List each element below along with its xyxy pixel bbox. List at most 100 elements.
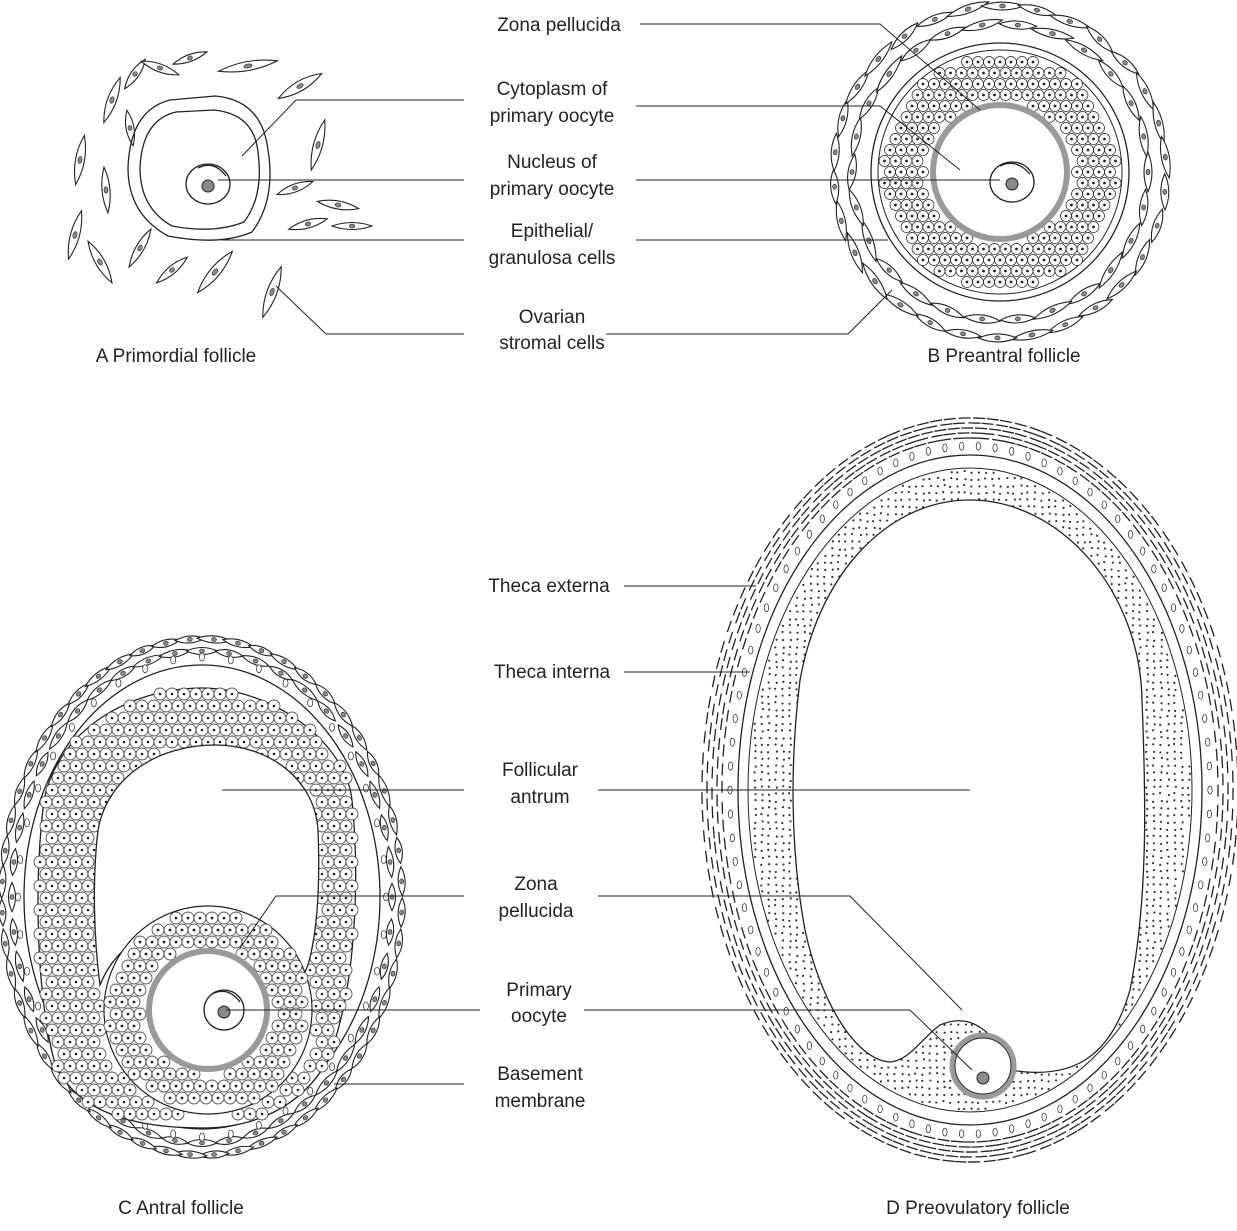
theca-externa-fibre — [1235, 835, 1236, 847]
theca-externa-fibre — [834, 475, 843, 483]
theca-externa-fibre — [1048, 450, 1059, 455]
theca-interna-cell — [363, 784, 368, 792]
cell-nucleus — [933, 215, 936, 218]
theca-externa-fibre — [1183, 586, 1188, 597]
granulosa-dot — [956, 478, 958, 480]
cell-nucleus — [247, 1061, 250, 1064]
cell-nucleus — [916, 248, 919, 251]
cell-nucleus — [183, 717, 186, 720]
theca-externa-fibre — [887, 1122, 898, 1127]
theca-externa-fibre — [1139, 1062, 1147, 1071]
theca-interna-cell — [171, 1130, 176, 1138]
cell-nucleus — [187, 917, 190, 920]
theca-externa-fibre — [838, 1101, 847, 1108]
theca-externa-fibre — [984, 1160, 996, 1161]
theca-externa-fibre — [1164, 542, 1170, 552]
cell-nucleus — [189, 705, 192, 708]
theca-externa-fibre — [1174, 558, 1180, 568]
theca-externa-fibre — [1222, 858, 1224, 870]
granulosa-dot — [774, 876, 776, 878]
granulosa-dot — [908, 1074, 910, 1076]
cell-nucleus — [1015, 248, 1018, 251]
granulosa-dot — [1139, 976, 1141, 978]
granulosa-dot — [1111, 555, 1113, 557]
cell-nucleus — [133, 1073, 136, 1076]
theca-externa-fibre — [732, 638, 736, 649]
theca-externa-fibre — [1091, 1115, 1101, 1122]
theca-externa-fibre — [722, 912, 725, 924]
granulosa-dot — [761, 841, 763, 843]
granulosa-dot — [943, 1046, 945, 1048]
granulosa-dot — [783, 759, 785, 761]
cell-nucleus — [277, 953, 280, 956]
granulosa-dot — [1173, 702, 1175, 704]
theca-externa-fibre — [989, 429, 1001, 431]
cell-nucleus — [93, 993, 96, 996]
cell-nucleus — [345, 777, 348, 780]
granulosa-dot — [754, 835, 756, 837]
theca-externa-fibre — [815, 485, 824, 493]
granulosa-dot — [950, 1045, 952, 1047]
cell-nucleus — [135, 1101, 138, 1104]
theca-externa-fibre — [914, 1154, 926, 1157]
theca-externa-fibre — [729, 872, 731, 884]
label-zona-pellucida-top: Zona pellucida — [497, 15, 621, 36]
granulosa-dot — [957, 498, 959, 500]
theca-externa-fibre — [721, 641, 724, 652]
cell-nucleus — [69, 897, 72, 900]
cell-nucleus — [960, 72, 963, 75]
theca-externa-fibre — [1115, 1095, 1124, 1103]
cell-nucleus — [171, 741, 174, 744]
cell-nucleus — [87, 981, 90, 984]
granulosa-dot — [1000, 485, 1002, 487]
granulosa-dot — [1188, 800, 1190, 802]
granulosa-dot — [943, 1086, 945, 1088]
granulosa-dot — [937, 477, 939, 479]
cell-nucleus — [977, 259, 980, 262]
granulosa-dot — [1139, 934, 1141, 936]
theca-externa-fibre — [1148, 528, 1155, 538]
cell-nucleus — [1087, 215, 1090, 218]
cell-nucleus — [93, 1089, 96, 1092]
granulosa-dot — [908, 498, 910, 500]
granulosa-dot — [775, 918, 777, 920]
theca-externa-fibre — [1209, 946, 1213, 957]
theca-externa-fibre — [1212, 858, 1214, 870]
cell-nucleus — [277, 977, 280, 980]
cell-nucleus — [81, 849, 84, 852]
granulosa-dot — [1146, 689, 1148, 691]
theca-externa-fibre — [1226, 682, 1228, 694]
granulosa-dot — [1161, 757, 1163, 759]
theca-externa-fibre — [925, 426, 937, 428]
theca-externa-fibre — [723, 820, 724, 832]
granulosa-dot — [999, 493, 1001, 495]
cell-nucleus — [51, 885, 54, 888]
granulosa-dot — [775, 771, 777, 773]
theca-externa-fibre — [1230, 731, 1231, 743]
granulosa-dot — [1152, 688, 1154, 690]
cell-nucleus — [911, 105, 914, 108]
theca-externa-fibre — [1016, 444, 1027, 448]
cell-nucleus — [966, 259, 969, 262]
cell-nucleus — [289, 953, 292, 956]
granulosa-dot — [1159, 751, 1161, 753]
granulosa-dot — [755, 814, 757, 816]
granulosa-dot — [782, 828, 784, 830]
stromal-cell — [49, 701, 73, 729]
granulosa-dot — [852, 528, 854, 530]
theca-externa-fibre — [753, 960, 758, 971]
granulosa-dot — [783, 925, 785, 927]
stromal-cell — [1148, 208, 1166, 244]
granulosa-dot — [760, 737, 762, 739]
granulosa-dot — [795, 891, 797, 893]
granulosa-dot — [1160, 857, 1162, 859]
theca-externa-fibre — [1015, 433, 1027, 436]
granulosa-dot — [984, 477, 986, 479]
theca-externa-fibre — [1118, 480, 1127, 488]
cell-nucleus — [129, 1113, 132, 1116]
cell-nucleus — [333, 1041, 336, 1044]
granulosa-dot — [755, 765, 757, 767]
cell-nucleus — [1081, 204, 1084, 207]
cell-nucleus — [1070, 248, 1073, 251]
granulosa-dot — [774, 904, 776, 906]
